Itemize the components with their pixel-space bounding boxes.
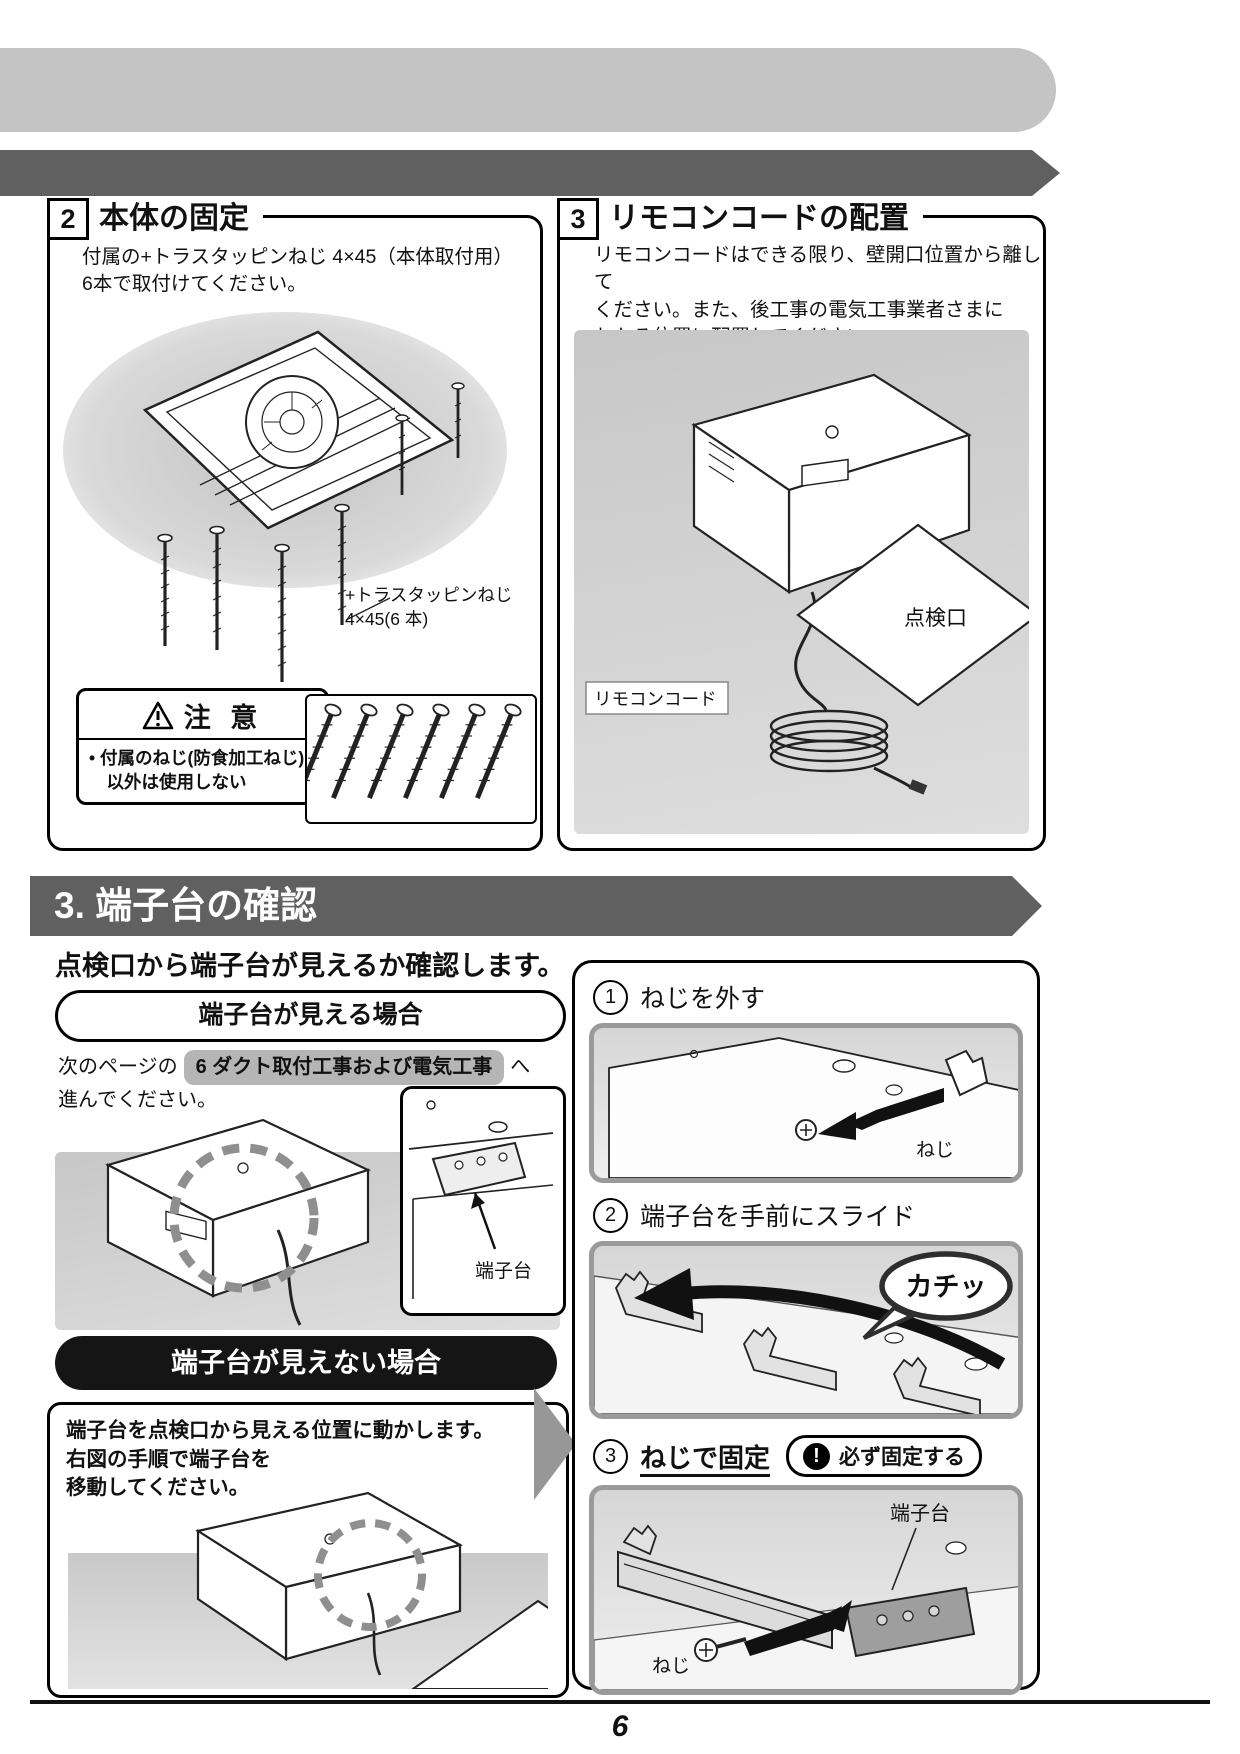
terminal-check-lead: 点検口から端子台が見えるか確認します。 — [55, 951, 565, 981]
section-number-badge: 2 — [47, 198, 89, 240]
step2-heading: 2 端子台を手前にスライド — [593, 1197, 1023, 1233]
step1-label: ねじを外す — [640, 985, 766, 1013]
step3-terminal-label: 端子台 — [890, 1502, 950, 1525]
footer-rule — [30, 1700, 1210, 1704]
step1-image: ねじ — [589, 1023, 1023, 1183]
step3-screw-label: ねじ — [652, 1656, 690, 1677]
nav-post-text: へ — [510, 1056, 531, 1078]
step2-number-badge: 2 — [593, 1197, 628, 1233]
section-fix-body-title: 2 本体の固定 — [47, 198, 263, 240]
step3-image: 端子台 ねじ — [589, 1485, 1023, 1695]
six-screws-illustration — [295, 703, 522, 800]
section-title: 本体の固定 — [89, 200, 263, 238]
caution-header: 注 意 — [79, 691, 326, 740]
step3-heading: 3 ねじで固定 ! 必ず固定する — [593, 1435, 1023, 1477]
step1-number-badge: 1 — [593, 979, 628, 1015]
click-sound-bubble-text: カチッ — [906, 1272, 987, 1302]
top-band-light — [0, 48, 1056, 132]
remote-cord-label: リモコンコード — [594, 689, 717, 709]
remote-cord-illustration: 点検口 リモコンコード — [585, 373, 1040, 795]
page-number: 6 — [611, 1710, 629, 1743]
visible-case-illustration — [105, 1118, 371, 1326]
exclamation-circle-icon: ! — [803, 1442, 831, 1470]
terminal-hidden-box: 端子台を点検口から見える位置に動かします。 右図の手順で端子台を 移動してくださ… — [47, 1402, 569, 1698]
section6-reference-chip: 6 ダクト取付工事および電気工事 — [183, 1050, 505, 1085]
terminal-visible-pill: 端子台が見える場合 — [55, 990, 566, 1042]
terminal-hidden-text: 端子台を点検口から見える位置に動かします。 右図の手順で端子台を 移動してくださ… — [66, 1419, 494, 1500]
step2-label: 端子台を手前にスライド — [640, 1203, 916, 1231]
section-fix-body-text: 付属の+トラスタッピンねじ 4×45（本体取付用） 6本で取付けてください。 — [82, 246, 513, 296]
section-remote-cord: 3 リモコンコードの配置 リモコンコードはできる限り、壁開口位置から離して くだ… — [557, 198, 1046, 851]
step1-heading: 1 ねじを外す — [593, 979, 1023, 1015]
terminal-steps-frame: 1 ねじを外す ねじ 2 端子台を手前にスライド — [572, 960, 1040, 1695]
terminal-detail-drawing: 端子台 — [408, 1100, 554, 1299]
step2-drawing: カチッ — [594, 1251, 1018, 1414]
caution-box: 注 意 • 付属のねじ(防食加工ねじ) 以外は使用しない — [76, 688, 329, 806]
step1-drawing: ねじ — [608, 1037, 1018, 1178]
top-band-dark-arrow — [0, 150, 1060, 196]
section-remote-cord-title: 3 リモコンコードの配置 — [557, 198, 923, 240]
hidden-case-illustration — [68, 1491, 548, 1689]
terminal-hidden-pill: 端子台が見えない場合 — [55, 1336, 557, 1390]
must-fix-note: ! 必ず固定する — [786, 1435, 983, 1477]
step1-screw-label: ねじ — [916, 1140, 954, 1161]
step3-label: ねじで固定 — [640, 1442, 771, 1473]
step3-drawing: 端子台 ねじ — [594, 1502, 1018, 1690]
screw-callout-label: +トラスタッピンねじ 4×45(6 本) — [345, 585, 513, 629]
terminal-check-banner: 3. 端子台の確認 — [30, 876, 1042, 936]
screws-box — [295, 694, 537, 824]
section-number-badge: 3 — [557, 198, 599, 240]
caution-title: 注 意 — [183, 703, 264, 733]
nav-line2: 進んでください。 — [58, 1089, 217, 1111]
fan-unit-screws-illustration — [63, 312, 507, 682]
inset-terminal-label: 端子台 — [475, 1260, 532, 1282]
section-title: リモコンコードの配置 — [599, 200, 923, 238]
must-fix-text: 必ず固定する — [839, 1446, 966, 1469]
nav-pre-text: 次のページの — [58, 1056, 178, 1078]
caution-text: • 付属のねじ(防食加工ねじ) 以外は使用しない — [89, 748, 305, 792]
step3-number-badge: 3 — [593, 1438, 628, 1474]
inspection-port-label: 点検口 — [904, 607, 967, 630]
warning-triangle-icon — [142, 701, 174, 729]
section-fix-body: 2 本体の固定 付属の+トラスタッピンねじ 4×45（本体取付用） 6本で取付け… — [47, 198, 543, 851]
remote-cord-illustration-area: 点検口 リモコンコード — [574, 330, 1040, 834]
terminal-detail-inset: 端子台 — [400, 1086, 566, 1316]
step2-image: カチッ — [589, 1241, 1023, 1419]
